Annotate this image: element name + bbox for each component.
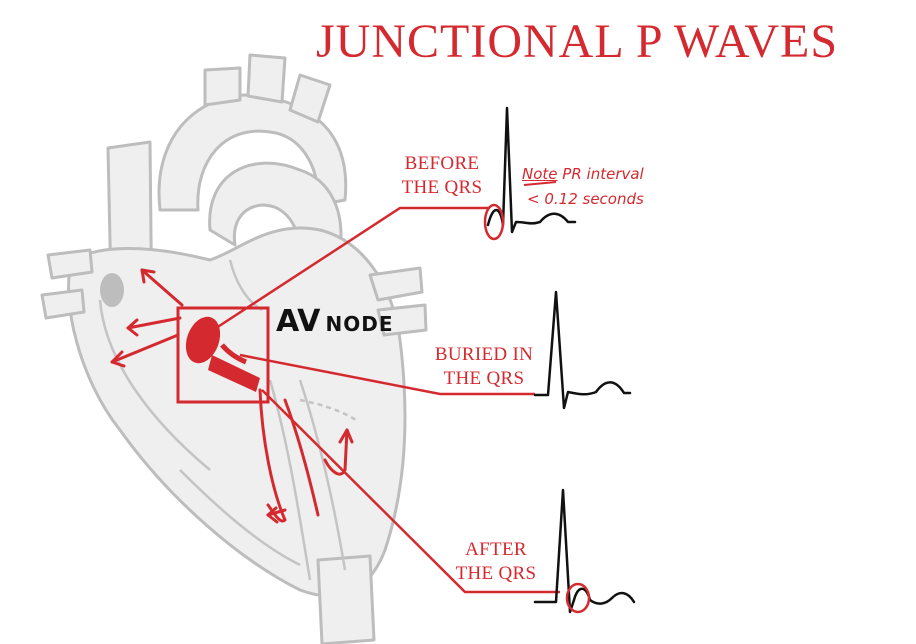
callout-buried: BURIED IN THE QRS [434, 343, 534, 391]
callout-after: AFTER THE QRS [446, 538, 546, 586]
pr-interval-note-value: < 0.12 seconds [527, 190, 644, 208]
callout-buried-line2: THE QRS [443, 367, 525, 389]
conduction-arrows [110, 268, 354, 524]
callout-lines [209, 206, 560, 594]
p-wave-markers [483, 203, 591, 614]
av-node-label-suffix: NODE [325, 312, 394, 336]
callout-after-line2: THE QRS [455, 562, 537, 584]
av-node-label: AV NODE [276, 304, 394, 339]
ecg-traces [486, 106, 636, 614]
av-node-box [176, 306, 270, 404]
av-node [185, 316, 221, 364]
p-wave-after-marker [565, 582, 591, 614]
ecg-before-trace [486, 106, 577, 234]
pr-interval-note: Note PR interval [522, 165, 644, 183]
note-line1: PR interval [562, 165, 644, 183]
av-node-label-main: AV [276, 304, 321, 339]
ecg-after-trace [533, 488, 636, 614]
bundle-of-his [208, 355, 260, 392]
callout-before-line2: THE QRS [401, 176, 483, 198]
callout-before-line1: BEFORE [404, 153, 480, 174]
note-decoration [523, 181, 557, 186]
p-wave-before-marker [483, 203, 505, 241]
sa-node [100, 273, 124, 307]
page-title: JUNCTIONAL P WAVES [316, 15, 839, 68]
callout-before: BEFORE THE QRS [392, 152, 492, 200]
heart-illustration [40, 53, 428, 644]
callout-after-line1: AFTER [465, 539, 527, 560]
av-node-group [176, 306, 270, 404]
callout-buried-line1: BURIED IN [434, 344, 534, 365]
note-word: Note [522, 165, 558, 183]
ecg-buried-trace [533, 290, 632, 410]
